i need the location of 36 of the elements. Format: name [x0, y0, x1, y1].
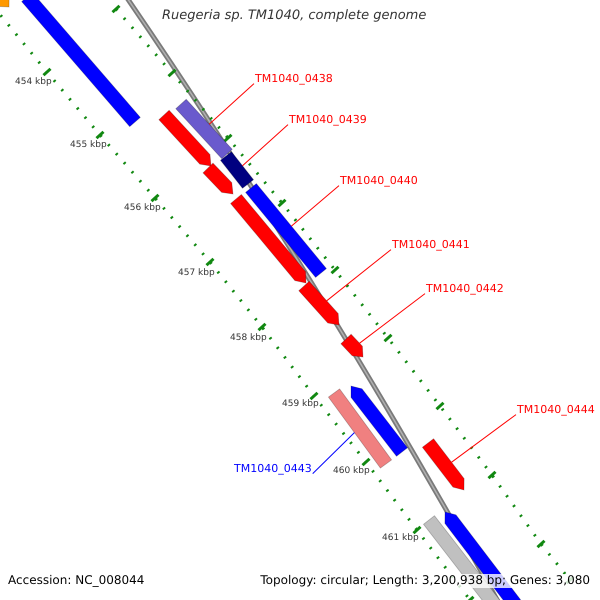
gene-feature: [340, 334, 364, 358]
genome-summary: Topology: circular; Length: 3,200,938 bp; Genes: 3,080: [260, 574, 590, 588]
gene-feature: [230, 194, 306, 284]
scale-label: 454 kbp: [15, 77, 52, 88]
gene-feature: [422, 438, 464, 491]
accession-text: Accession: NC_008044: [8, 574, 144, 588]
scale-label: 455 kbp: [70, 140, 107, 150]
leader-line: [290, 185, 340, 227]
leader-line: [359, 293, 426, 344]
leader-line: [326, 249, 392, 302]
scale-label: 458 kbp: [230, 333, 267, 344]
gene-feature: [0, 0, 10, 8]
gene-label: TM1040_0439: [289, 114, 367, 127]
leader-line: [451, 414, 516, 463]
gene-label: TM1040_0442: [426, 283, 504, 296]
gene-label: TM1040_0443: [234, 463, 312, 476]
scale-label: 456 kbp: [124, 203, 161, 214]
gene-feature: [202, 162, 234, 194]
scale-label: 459 kbp: [282, 399, 319, 410]
gene-feature: [350, 385, 408, 457]
scale-label: 457 kbp: [178, 268, 215, 278]
gene-label: TM1040_0438: [255, 73, 333, 86]
gene-feature: [175, 98, 233, 160]
scale-label: 460 kbp: [333, 466, 370, 476]
gene-feature: [245, 183, 327, 278]
gene-feature: [298, 280, 340, 326]
leader-line: [312, 432, 355, 474]
gene-feature: [158, 110, 212, 166]
gene-feature: [220, 151, 254, 189]
leader-line: [208, 83, 254, 125]
scale-label: 461 kbp: [382, 533, 419, 544]
leader-line: [242, 124, 288, 166]
gene-label: TM1040_0444: [517, 404, 595, 417]
gene-label: TM1040_0440: [340, 175, 418, 188]
title: Ruegeria sp. TM1040, complete genome: [162, 9, 426, 24]
gene-label: TM1040_0441: [392, 239, 470, 252]
